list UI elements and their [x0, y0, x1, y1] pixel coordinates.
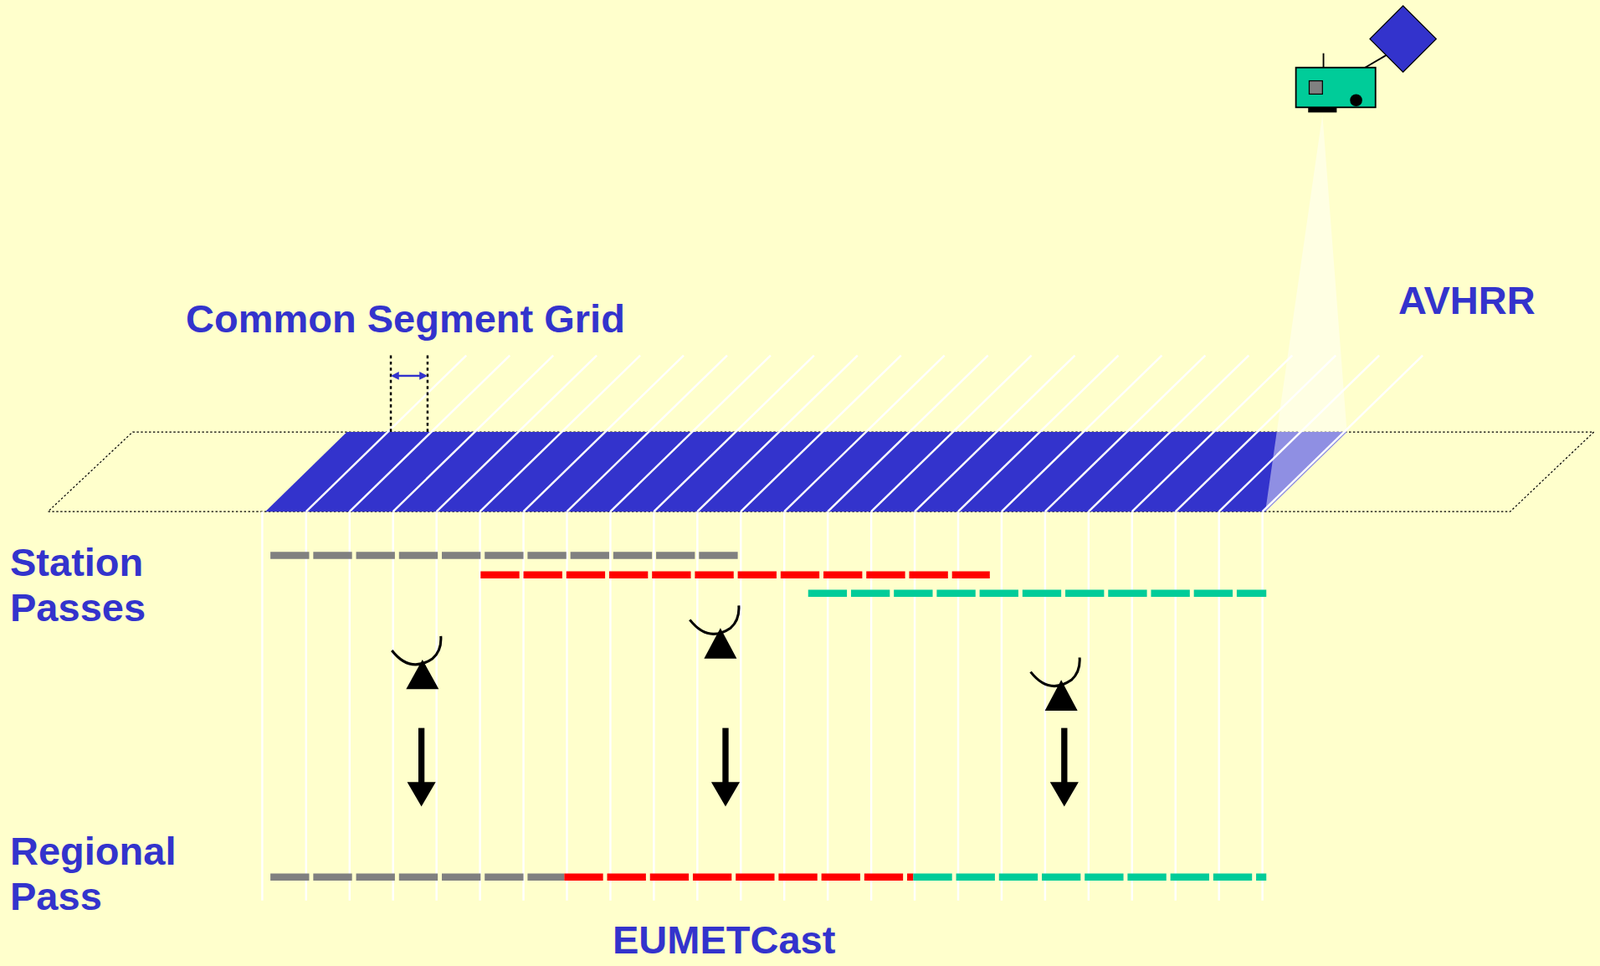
row-label: Station Passes [10, 539, 227, 631]
solar-panel [1369, 5, 1436, 72]
station-pass [480, 570, 990, 579]
column-line [652, 511, 655, 901]
instrument-label: AVHRR [1398, 277, 1536, 324]
column-line [739, 511, 742, 901]
segment-width [395, 374, 423, 377]
column-line [826, 511, 829, 901]
flow-arrow-shaft [418, 728, 425, 785]
column-line [870, 511, 872, 901]
column-line [1261, 511, 1263, 901]
grid-line [1132, 355, 1293, 513]
column-line [565, 511, 568, 901]
grid-line [393, 355, 554, 513]
grid-line [1262, 355, 1423, 513]
grid-line [436, 355, 597, 513]
sensor-beam [1265, 114, 1348, 512]
grid-line [914, 355, 1075, 513]
ground-station [689, 605, 739, 658]
column-line [348, 511, 351, 901]
column-line [783, 511, 785, 901]
ground-station [391, 635, 442, 689]
grid-line [566, 355, 727, 513]
station-pass [270, 551, 739, 559]
satellite-antenna [1323, 53, 1325, 68]
grid-line [958, 355, 1118, 513]
antenna-dish [391, 635, 442, 665]
column-line [1000, 511, 1003, 901]
network-label: EUMETCast [612, 917, 836, 963]
column-line [305, 511, 308, 901]
swath [265, 431, 1348, 512]
satellite-body [1296, 67, 1376, 108]
antenna-dish [689, 605, 739, 634]
segment-grid [306, 355, 1423, 513]
grid-line [827, 355, 988, 513]
regional-pass-part [912, 872, 1267, 881]
grid-line [784, 355, 944, 513]
grid-line [1175, 355, 1336, 513]
grid-line [653, 355, 814, 513]
segment-columns [261, 511, 1262, 901]
column-line [1174, 511, 1177, 901]
station-pass [808, 589, 1267, 597]
flow-arrow-shaft [1061, 728, 1067, 785]
ground-station [1030, 657, 1081, 711]
column-line [1044, 511, 1047, 901]
satellite-dot [1349, 93, 1363, 107]
column-line [522, 511, 524, 901]
grid-marker [389, 355, 392, 432]
flow-arrow-head [711, 781, 740, 806]
segment-width-head [390, 371, 400, 380]
grid-label: Common Segment Grid [185, 296, 626, 342]
regional-pass-part [564, 872, 913, 881]
grid-line [1088, 355, 1249, 513]
flow-arrow-head [1050, 781, 1079, 806]
data-flow [407, 728, 1079, 807]
flow-arrow-shaft [722, 728, 729, 785]
column-line [1131, 511, 1134, 901]
row-label: Regional Pass [10, 828, 227, 919]
grid-line [697, 355, 857, 513]
column-line [696, 511, 698, 901]
grid-line [480, 355, 641, 513]
column-line [261, 511, 263, 901]
grid-marker [426, 355, 429, 432]
column-line [957, 511, 959, 901]
column-line [1087, 511, 1090, 901]
grid-line [740, 355, 901, 513]
grid-line [871, 355, 1031, 513]
grid-line [523, 355, 684, 513]
grid-line [1219, 355, 1380, 513]
grid-line [306, 355, 467, 513]
grid-line [349, 355, 510, 513]
satellite [1296, 5, 1437, 113]
grid-line [610, 355, 770, 513]
regional-pass-part [270, 872, 565, 881]
ground-outline [47, 431, 1594, 512]
column-line [435, 511, 437, 901]
flow-arrow-head [407, 781, 436, 806]
column-line [913, 511, 916, 901]
column-line [1217, 511, 1220, 901]
panel-arm [1363, 54, 1388, 69]
antenna-dish [1030, 657, 1081, 687]
column-line [478, 511, 481, 901]
column-line [391, 511, 394, 901]
column-line [609, 511, 611, 901]
grid-line [1001, 355, 1162, 513]
segment-width-head [419, 371, 428, 380]
satellite-window [1308, 81, 1323, 95]
grid-line [1045, 355, 1206, 513]
